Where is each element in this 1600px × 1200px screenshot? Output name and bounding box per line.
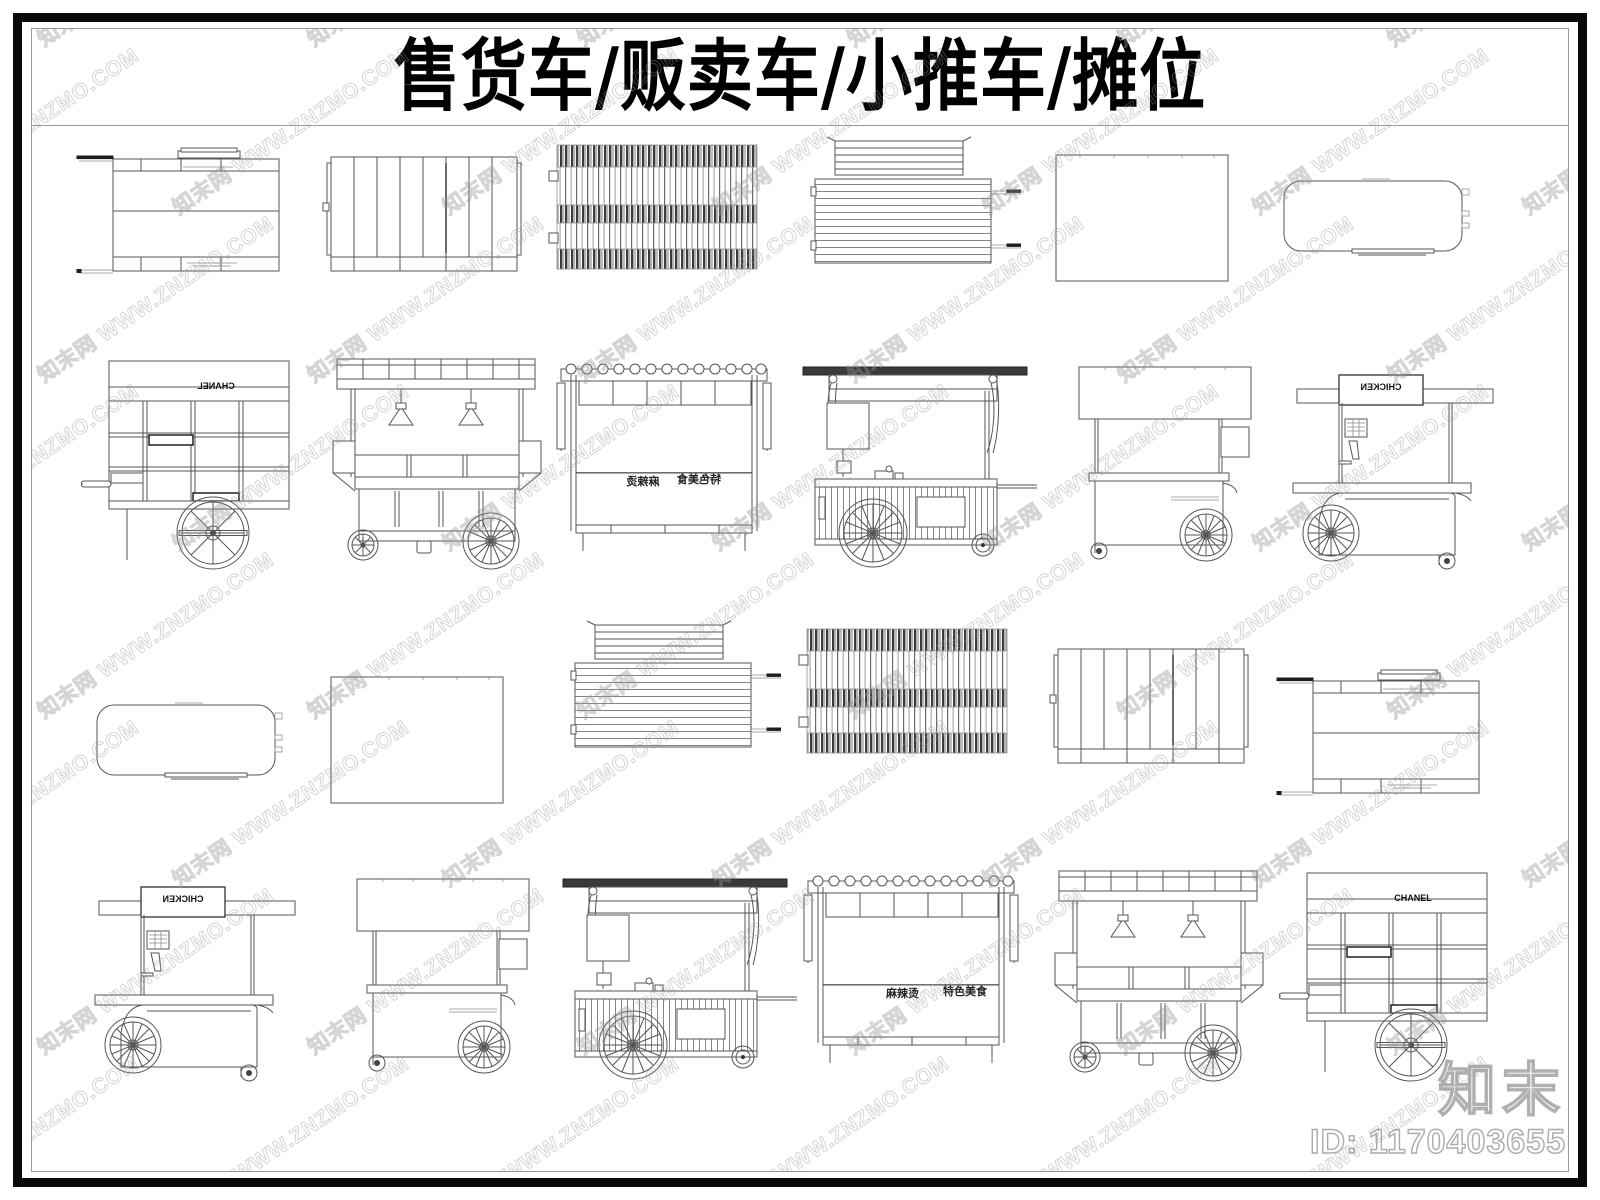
drawing-canvas: CHANEL 麻辣烫 特色美食 CHICKEN (31, 127, 1569, 1172)
cad-item-r2c2 (332, 358, 542, 570)
cad-item-r4c2 (356, 878, 530, 1074)
sign-label-chanel: CHANEL (197, 381, 235, 391)
cad-item-r1c1 (76, 147, 280, 274)
cad-item-r3c2 (330, 676, 504, 804)
cad-item-r2c4 (802, 366, 1038, 568)
cad-item-r2c6: CHICKEN (1292, 374, 1494, 570)
cad-item-r3c6 (1276, 669, 1480, 796)
cad-item-r4c6: CHANEL (1279, 872, 1488, 1082)
cad-item-r2c1: CHANEL (81, 360, 290, 570)
cad-item-r4c5 (1054, 870, 1264, 1082)
sign-label-malatang-3: 麻辣烫 (885, 986, 920, 1000)
cad-item-r3c4 (798, 628, 1008, 754)
cad-item-r1c6 (1283, 178, 1470, 256)
page-title: 售货车/贩卖车/小推车/摊位 (393, 30, 1207, 122)
sign-label-chicken-2: CHICKEN (162, 894, 203, 904)
cad-item-r1c4 (810, 136, 1021, 264)
sign-label-malatang: 麻辣烫 (626, 474, 661, 488)
sign-label-malatang-sub-3: 特色美食 (943, 984, 988, 998)
sign-label-chanel-2: CHANEL (1394, 893, 1432, 903)
sheet-title-band: 售货车/贩卖车/小推车/摊位 (31, 28, 1569, 126)
sign-label-malatang-sub: 特色美食 (676, 472, 721, 486)
cad-item-r1c2 (322, 156, 522, 272)
cad-item-r3c5 (1049, 648, 1249, 764)
cad-item-r3c1 (96, 702, 283, 780)
cad-item-r4c1: CHICKEN (94, 886, 296, 1082)
cad-item-r1c5 (1055, 154, 1229, 282)
cad-item-r4c4: 麻辣烫 特色美食 (803, 875, 1019, 1064)
cad-item-r4c3 (562, 878, 798, 1080)
cad-item-r3c3 (570, 620, 781, 748)
cad-item-r2c3: 麻辣烫 特色美食 (556, 363, 772, 552)
cad-item-r2c5 (1078, 366, 1252, 562)
cad-item-r1c3 (548, 144, 758, 270)
sign-label-chicken: CHICKEN (1360, 382, 1401, 392)
